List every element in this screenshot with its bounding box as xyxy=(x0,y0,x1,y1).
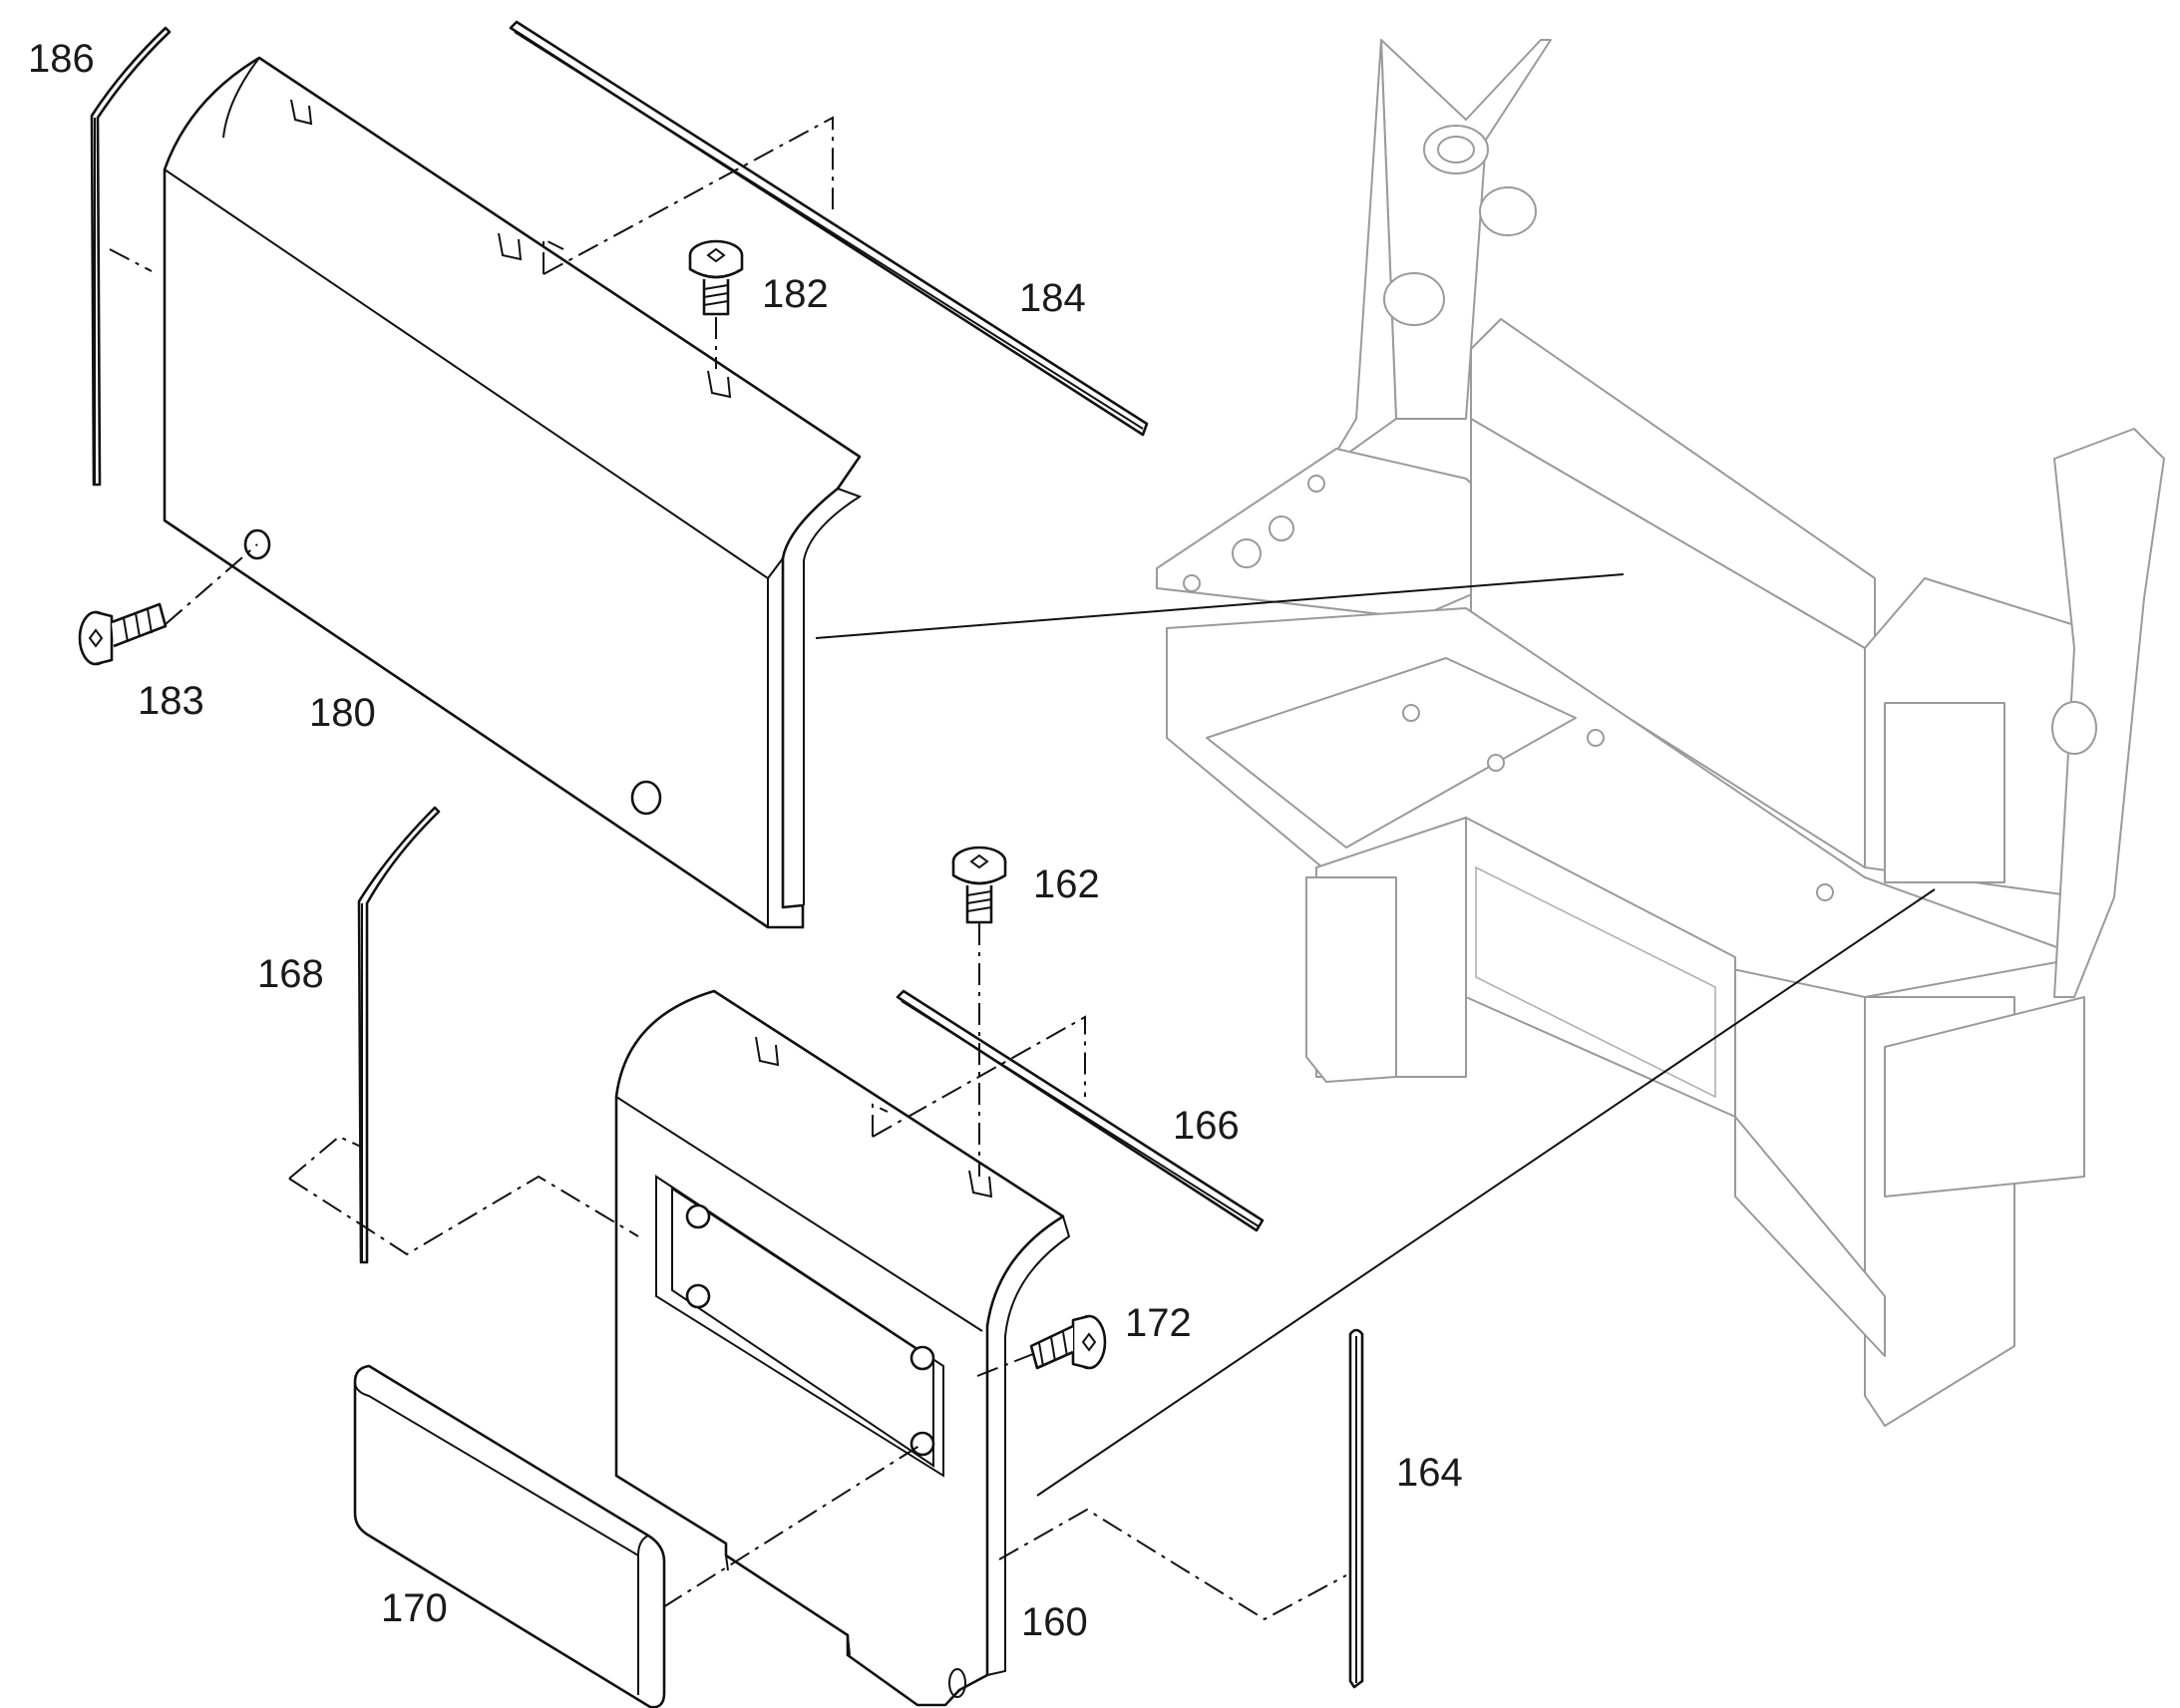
label-186: 186 xyxy=(28,37,95,81)
label-168: 168 xyxy=(257,952,324,996)
part-164-strip xyxy=(1348,1328,1364,1689)
label-166: 166 xyxy=(1173,1104,1240,1148)
label-184: 184 xyxy=(1019,276,1086,320)
label-180: 180 xyxy=(309,691,376,735)
label-162: 162 xyxy=(1033,862,1100,906)
part-170-block xyxy=(353,1364,666,1708)
label-172: 172 xyxy=(1125,1301,1192,1345)
part-labels: 186 182 184 183 180 162 168 166 172 164 … xyxy=(28,37,1463,1644)
ghost-frame-assembly xyxy=(1156,39,2165,1427)
part-182-screw xyxy=(688,239,744,316)
part-184-strip xyxy=(509,20,1149,437)
part-160-lower-cover xyxy=(614,989,1071,1707)
part-172-screw xyxy=(1029,1314,1107,1370)
label-164: 164 xyxy=(1396,1451,1463,1495)
part-162-screw xyxy=(951,846,1007,924)
label-170: 170 xyxy=(381,1586,448,1630)
part-168-curved-strip xyxy=(357,806,441,1264)
label-183: 183 xyxy=(138,679,204,723)
solid-leader-lines xyxy=(815,573,1936,1497)
label-182: 182 xyxy=(762,272,829,316)
part-166-strip xyxy=(896,989,1265,1232)
part-180-upper-cover xyxy=(163,56,863,929)
part-183-screw xyxy=(78,602,168,666)
dash-dot-assembly-lines xyxy=(109,116,1347,1621)
part-186-curved-strip xyxy=(90,26,172,487)
label-160: 160 xyxy=(1021,1600,1088,1644)
